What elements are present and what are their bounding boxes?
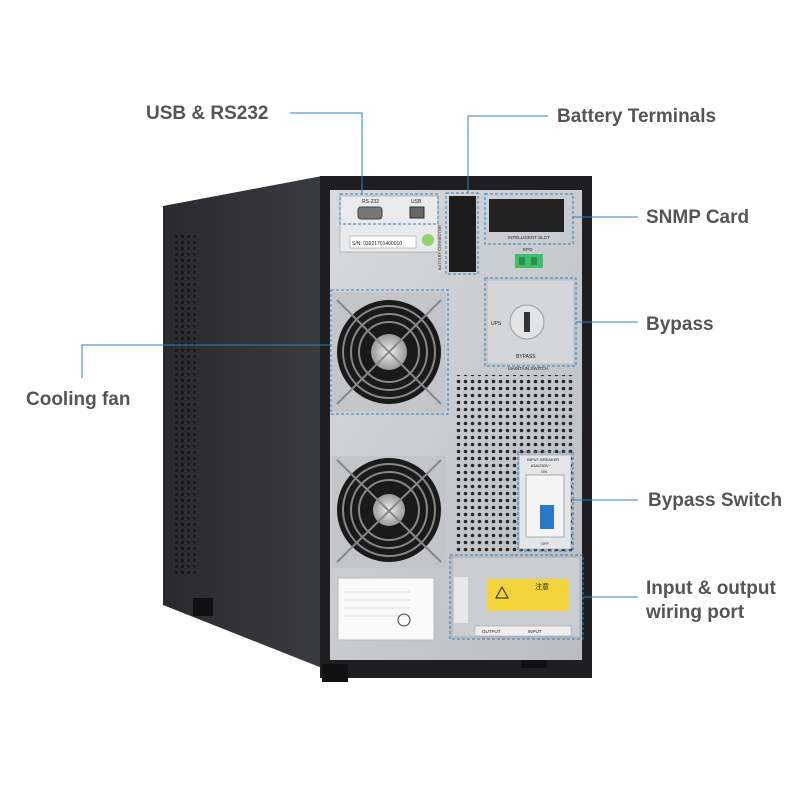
battery-terminal-highlight: [445, 192, 479, 275]
maintain-bypass-label: BYPASS: [516, 354, 536, 360]
io-wiring-callout-line2: wiring port: [646, 602, 745, 623]
serial-number: S/N: 03921701400010: [352, 241, 402, 247]
cooling-fan-callout: Cooling fan: [26, 389, 131, 410]
bypass-callout: Bypass: [646, 314, 714, 335]
rs232-port-label: RS-232: [362, 199, 379, 205]
breaker-rating: 63A/250V~: [531, 463, 552, 468]
upper-fan: [332, 292, 446, 412]
battery-connector: [449, 196, 476, 272]
output-terminal-label: OUTPUT: [482, 629, 501, 634]
battery-terminals-line: [467, 115, 548, 193]
maintain-switch-plate: [486, 279, 575, 365]
bypass-switch-callout: Bypass Switch: [648, 490, 783, 511]
breaker-on-label: ON: [541, 469, 547, 474]
usb-rs232-highlight: [339, 193, 439, 225]
breaker-off-label: OFF: [541, 541, 550, 546]
intelligent-slot: [489, 199, 564, 232]
battery-connector-label: BATTERY CONNECTOR: [437, 225, 442, 270]
wiring-port-cover: [451, 556, 581, 638]
cooling-fan-line: [81, 344, 331, 378]
lower-fan: [332, 456, 446, 568]
usb-rs232-line: [290, 112, 363, 194]
intelligent-slot-label: INTELLIGENT SLOT: [508, 235, 550, 240]
input-breaker: [518, 454, 572, 550]
warning-title: 注意: [535, 582, 549, 591]
cooling-fan-highlight: [330, 289, 449, 415]
io-wiring-callout-line1: Input & output: [646, 578, 776, 599]
input-terminal-label: INPUT: [528, 629, 542, 634]
callout-lines: [81, 112, 638, 598]
snmp-card-callout: SNMP Card: [646, 207, 750, 228]
maintain-switch-label: MAINTAIN SWITCH: [508, 366, 548, 371]
maintain-ups-label: UPS: [491, 321, 502, 327]
epo-label: EPO: [523, 247, 533, 252]
input-breaker-label: INPUT BREAKER: [527, 457, 559, 462]
bypass-switch-highlight: [517, 451, 574, 552]
cabinet-side: [163, 176, 322, 668]
usb-port-label: USB: [411, 199, 422, 205]
snmp-card-highlight: [484, 193, 574, 245]
epo-terminal: [515, 254, 543, 268]
battery-terminals-callout: Battery Terminals: [557, 106, 717, 127]
usb-rs232-callout: USB & RS232: [146, 103, 269, 124]
nameplate: [337, 577, 435, 641]
